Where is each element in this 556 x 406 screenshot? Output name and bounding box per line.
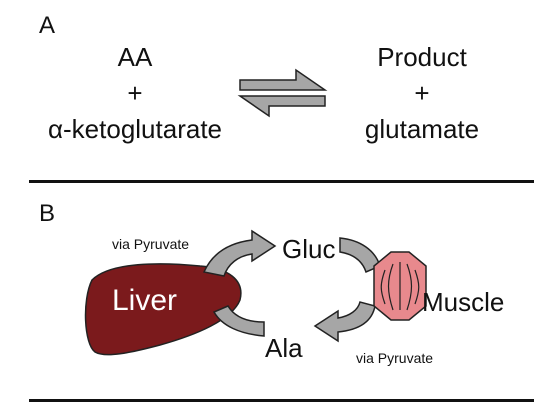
reactant-plus: + [127, 78, 143, 108]
panel-a-label: A [39, 12, 56, 39]
muscle-to-ala-arrow-icon [313, 301, 376, 343]
gluc-label: Gluc [282, 234, 336, 264]
via-pyruvate-top: via Pyruvate [112, 236, 190, 252]
via-pyruvate-bottom: via Pyruvate [356, 350, 434, 366]
panel-b-label: B [39, 200, 56, 227]
ala-to-liver-arrow-icon [212, 305, 265, 337]
equilibrium-arrow-icon [237, 68, 328, 118]
liver-shape [84, 263, 242, 356]
top-divider [29, 180, 534, 183]
product-plus: + [414, 78, 430, 108]
bottom-divider [29, 399, 534, 402]
liver-label: Liver [112, 284, 178, 317]
product-label: Product [377, 42, 467, 72]
muscle-icon [373, 251, 427, 321]
reverse-half-arrow-icon [237, 95, 326, 118]
forward-half-arrow-icon [239, 68, 328, 91]
reactant-aa: AA [117, 42, 153, 72]
liver-to-gluc-arrow-icon [202, 229, 277, 277]
muscle-label: Muscle [422, 287, 505, 317]
ala-label: Ala [265, 333, 303, 363]
product-glutamate: glutamate [364, 114, 480, 144]
gluc-to-muscle-arrow-icon [339, 237, 381, 274]
reactant-ketoglutarate: α-ketoglutarate [47, 114, 223, 144]
